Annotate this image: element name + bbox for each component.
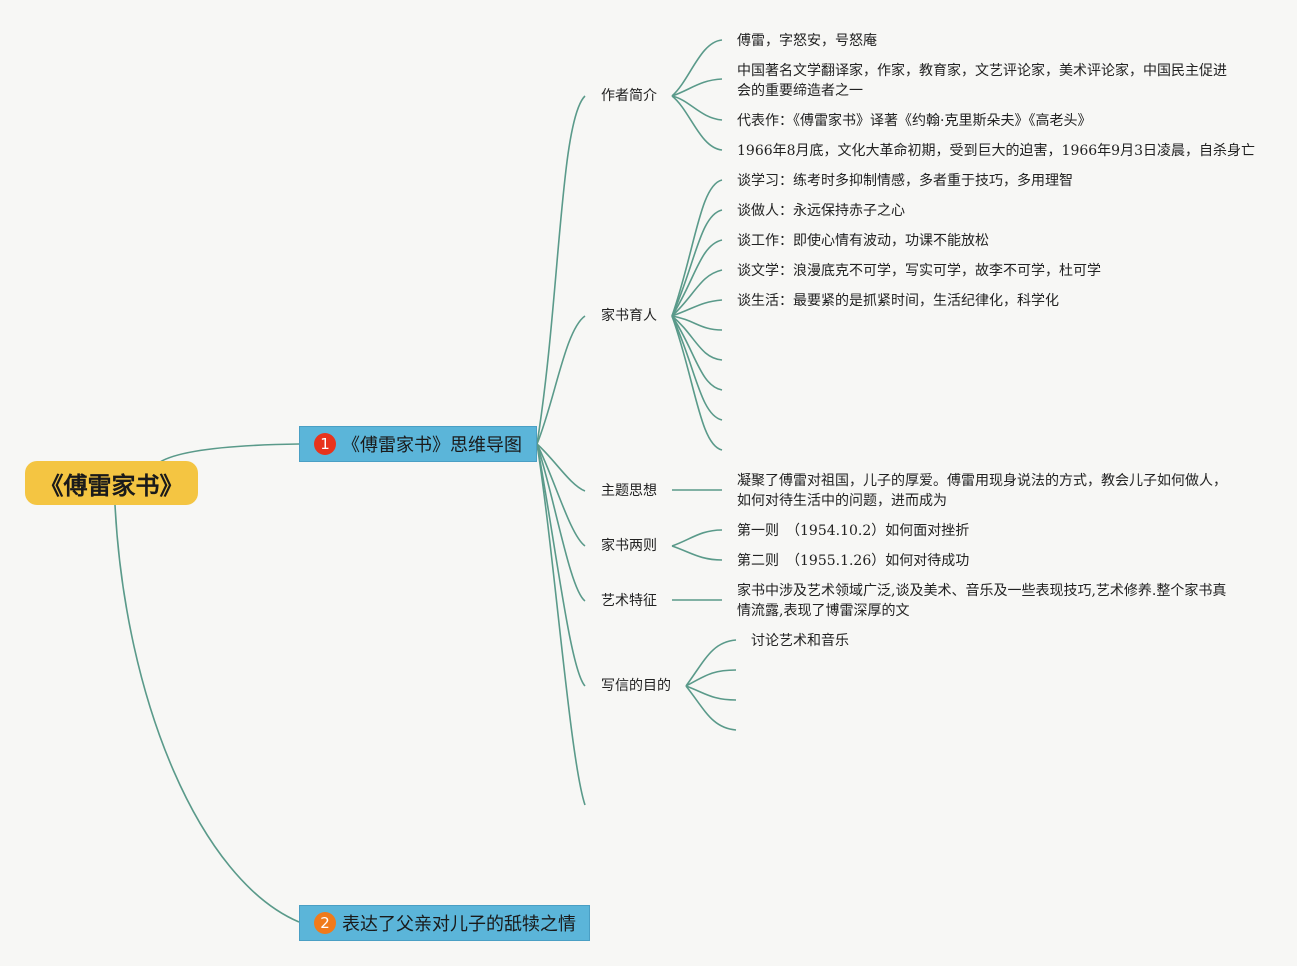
subtopic-art-features[interactable]: 艺术特征 [601, 593, 657, 609]
subtopic-purpose[interactable]: 写信的目的 [601, 678, 671, 694]
link-sub6-leaf3 [685, 685, 737, 701]
link-sub4-leaf2 [671, 545, 723, 561]
link-sub2-leaf10 [671, 315, 723, 451]
leaf-author-death[interactable]: 1966年8月底，文化大革命初期，受到巨大的迫害，1966年9月3日凌晨，自杀身… [737, 143, 1255, 159]
link-main1-sub3 [536, 443, 586, 492]
root-label: 《傅雷家书》 [39, 471, 184, 500]
leaf-letter-two[interactable]: 第二则 （1955.1.26）如何对待成功 [737, 553, 970, 569]
number-badge-icon: 1 [314, 433, 336, 455]
leaf-purpose-art-music[interactable]: 讨论艺术和音乐 [751, 633, 849, 649]
link-sub6-leaf2 [685, 669, 737, 687]
link-sub2-leaf6 [671, 315, 723, 331]
leaf-literature[interactable]: 谈文学：浪漫底克不可学，写实可学，故李不可学，杜可学 [737, 263, 1101, 279]
link-sub4-leaf1 [671, 529, 723, 547]
link-sub2-leaf4 [671, 269, 723, 317]
main-topic-1[interactable]: 1 《傅雷家书》思维导图 [299, 426, 537, 462]
link-sub1-leaf1 [671, 39, 723, 97]
link-sub2-leaf1 [671, 179, 723, 317]
link-sub1-leaf2 [671, 78, 723, 97]
link-main1-sub4 [536, 443, 586, 547]
link-sub2-leaf7 [671, 315, 723, 361]
link-sub2-leaf2 [671, 209, 723, 317]
leaf-art-features[interactable]: 家书中涉及艺术领域广泛,谈及美术、音乐及一些表现技巧,艺术修养.整个家书真情流露… [737, 583, 1227, 619]
leaf-conduct[interactable]: 谈做人：永远保持赤子之心 [737, 203, 905, 219]
leaf-theme[interactable]: 凝聚了傅雷对祖国，儿子的厚爱。傅雷用现身说法的方式，教会儿子如何做人，如何对待生… [737, 473, 1227, 509]
link-main1-sub7 [536, 443, 586, 806]
subtopic-author[interactable]: 作者简介 [601, 88, 657, 104]
link-sub1-leaf3 [671, 95, 723, 121]
subtopic-education[interactable]: 家书育人 [601, 308, 657, 324]
link-sub2-leaf3 [671, 239, 723, 317]
main-topic-1-label: 《傅雷家书》思维导图 [342, 435, 522, 456]
link-sub2-leaf5 [671, 299, 723, 317]
leaf-study[interactable]: 谈学习：练考时多抑制情感，多者重于技巧，多用理智 [737, 173, 1073, 189]
link-main1-sub6 [536, 443, 586, 687]
leaf-author-title[interactable]: 中国著名文学翻译家，作家，教育家，文艺评论家，美术评论家，中国民主促进会的重要缔… [737, 63, 1227, 99]
leaf-life[interactable]: 谈生活：最要紧的是抓紧时间，生活纪律化，科学化 [737, 293, 1059, 309]
leaf-author-works[interactable]: 代表作：《傅雷家书》译著《约翰·克里斯朵夫》《高老头》 [737, 113, 1092, 129]
link-main1-sub1 [536, 95, 586, 445]
link-sub6-leaf4 [685, 685, 737, 731]
link-root-main2 [114, 504, 300, 923]
leaf-work[interactable]: 谈工作：即使心情有波动，功课不能放松 [737, 233, 989, 249]
subtopic-two-letters[interactable]: 家书两则 [601, 538, 657, 554]
leaf-author-name[interactable]: 傅雷，字怒安，号怒庵 [737, 33, 877, 49]
number-badge-icon: 2 [314, 912, 336, 934]
link-sub6-leaf1 [685, 639, 737, 687]
leaf-letter-one[interactable]: 第一则 （1954.10.2）如何面对挫折 [737, 523, 970, 539]
link-sub2-leaf9 [671, 315, 723, 421]
link-sub2-leaf8 [671, 315, 723, 391]
link-sub1-leaf4 [671, 95, 723, 151]
link-root-main1 [159, 443, 300, 463]
main-topic-2[interactable]: 2 表达了父亲对儿子的舐犊之情 [299, 905, 590, 941]
main-topic-2-label: 表达了父亲对儿子的舐犊之情 [342, 914, 576, 935]
root-topic[interactable]: 《傅雷家书》 [25, 461, 198, 505]
subtopic-theme[interactable]: 主题思想 [601, 483, 657, 499]
link-main1-sub2 [536, 315, 586, 445]
link-main1-sub5 [536, 443, 586, 602]
